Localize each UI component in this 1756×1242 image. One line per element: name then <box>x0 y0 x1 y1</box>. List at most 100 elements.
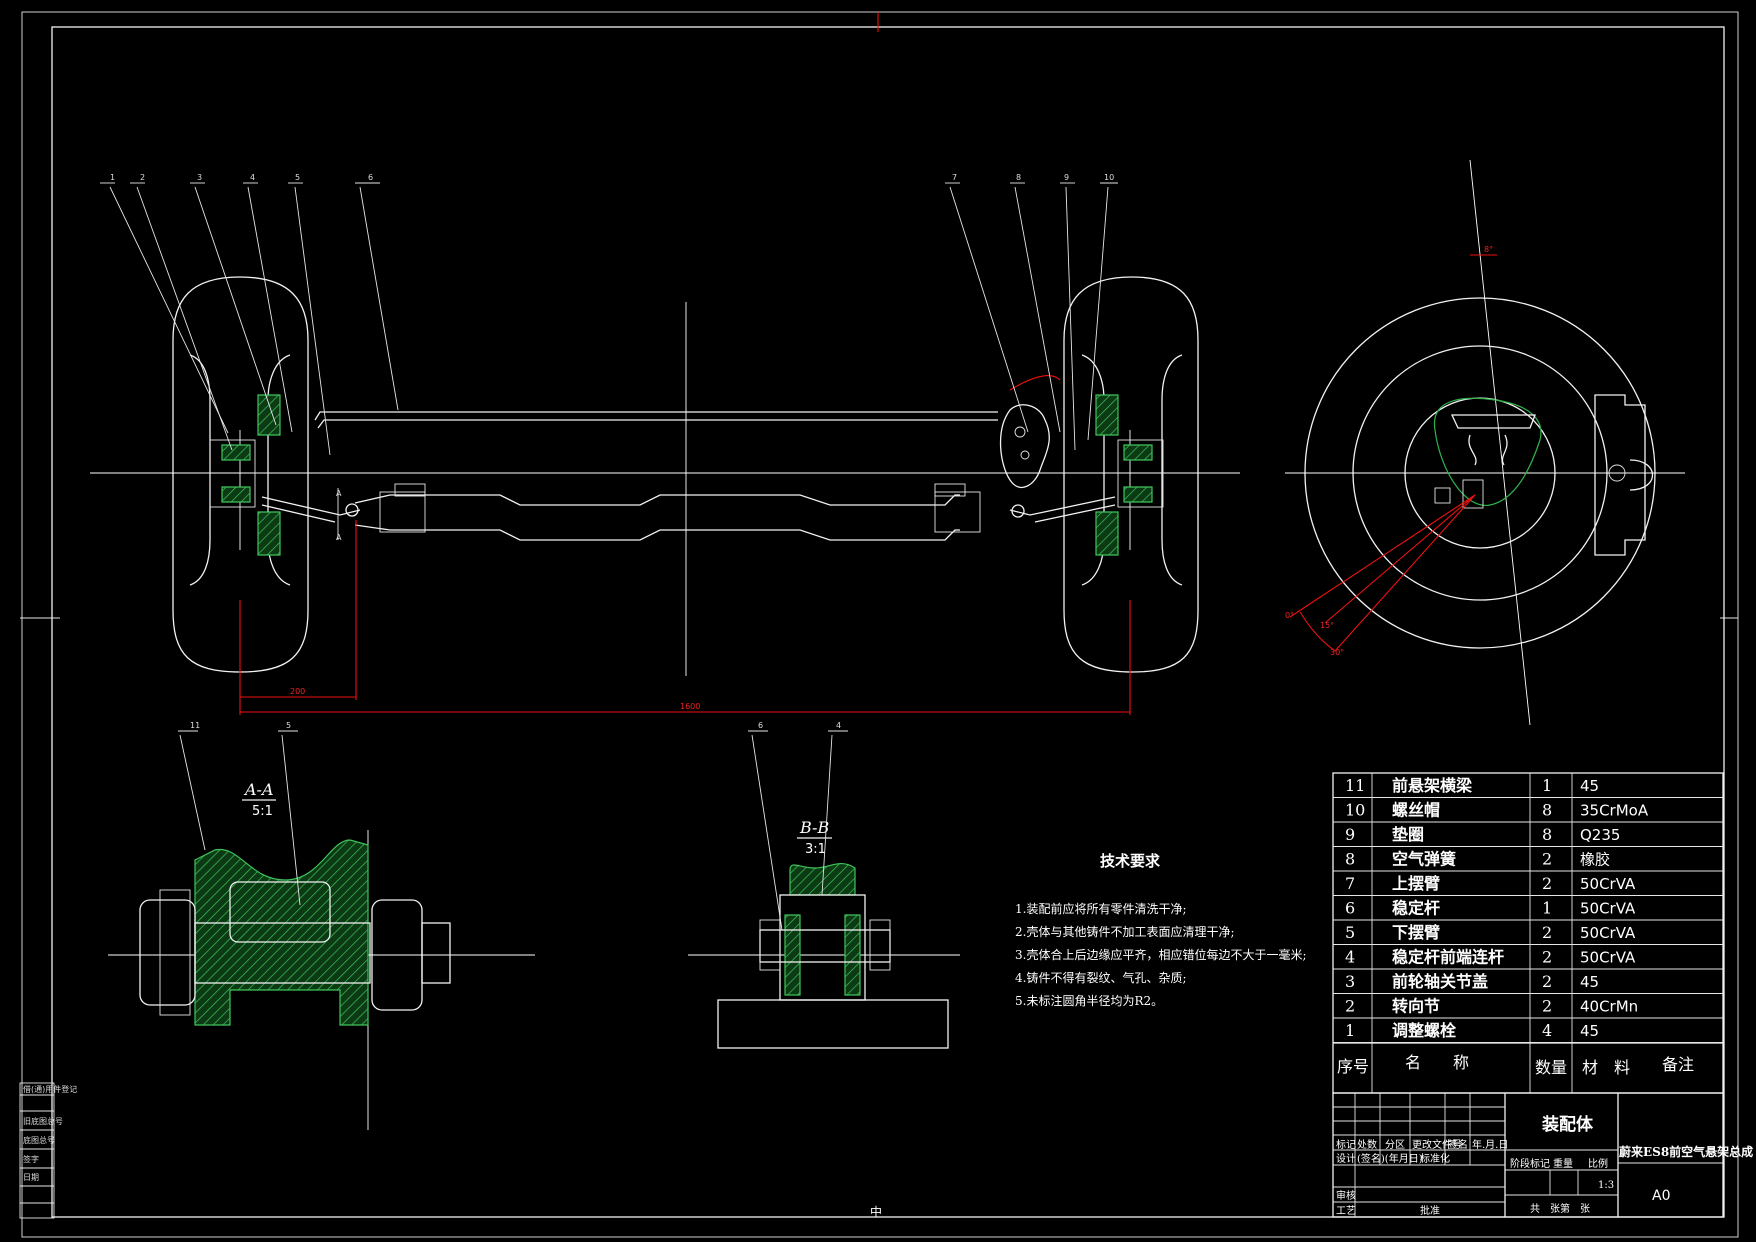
balloon-aa-5: 5 <box>286 721 291 730</box>
parts-row-material: 45 <box>1580 777 1599 795</box>
dim-left-offset: 200 <box>290 687 305 696</box>
balloon-right-8: 8 <box>1016 173 1021 182</box>
parts-row-material: 45 <box>1580 1022 1599 1040</box>
sheet-center-mark: 中 <box>870 1204 882 1219</box>
section-view-bb: B-B 3:1 6 4 <box>688 721 960 1049</box>
assembly-label: 装配体 <box>1541 1114 1594 1135</box>
parts-row-material: Q235 <box>1580 826 1620 844</box>
parts-row-material: 50CrVA <box>1580 949 1636 967</box>
header-material: 材 料 <box>1582 1058 1630 1077</box>
side-registration-table: 借(通)用件登记 旧底图总号 底图总号 签字 日期 <box>19 1082 77 1219</box>
balloon-right-10: 10 <box>1104 173 1114 182</box>
tb-sig-date: (签名)(年月日) <box>1357 1152 1423 1165</box>
parts-row-no: 11 <box>1345 776 1365 795</box>
tech-item-2: 2.壳体与其他铸件不加工表面应清理干净; <box>1015 924 1235 939</box>
section-view-aa: A-A 5:1 11 5 <box>108 721 535 1130</box>
parts-row-qty: 2 <box>1542 948 1552 967</box>
balloon-left-3: 3 <box>197 173 202 182</box>
front-view-assembly: 1 2 3 4 5 6 7 8 9 10 A A <box>90 173 1240 715</box>
tb-process: 工艺 <box>1336 1205 1356 1217</box>
dim-track-width: 1600 <box>680 702 700 711</box>
parts-row-qty: 2 <box>1542 874 1552 893</box>
leader-lines-left: 1 2 3 4 5 6 <box>100 173 399 456</box>
tb-design: 设计 <box>1336 1152 1356 1165</box>
parts-row-qty: 2 <box>1542 923 1552 942</box>
section-bb-title: B-B <box>799 818 829 837</box>
leader-lines-right: 7 8 9 10 <box>945 173 1118 451</box>
balloon-right-7: 7 <box>952 173 957 182</box>
side-label-1: 旧底图总号 <box>23 1116 63 1126</box>
parts-row-qty: 8 <box>1542 825 1552 844</box>
parts-row-name: 前悬架横梁 <box>1392 776 1473 795</box>
parts-row-no: 7 <box>1345 874 1355 893</box>
tb-sign: 签名 <box>1448 1138 1468 1151</box>
angle-mark-8: 8° <box>1484 245 1493 254</box>
parts-row-name: 转向节 <box>1392 997 1440 1016</box>
tb-count: 处数 <box>1357 1138 1377 1151</box>
balloon-left-4: 4 <box>250 173 255 182</box>
parts-row-no: 1 <box>1345 1021 1355 1040</box>
red-label-30: 30° <box>1330 648 1344 657</box>
parts-row-material: 45 <box>1580 973 1599 991</box>
parts-row-name: 螺丝帽 <box>1392 801 1440 820</box>
section-mark-a-bottom: A <box>336 533 342 542</box>
tb-review: 审核 <box>1336 1189 1356 1202</box>
parts-row-material: 40CrMn <box>1580 998 1638 1016</box>
balloon-left-1: 1 <box>110 173 115 182</box>
technical-requirements: 技术要求 1.装配前应将所有零件清洗干净; 2.壳体与其他铸件不加工表面应清理干… <box>1015 852 1307 1008</box>
header-name: 名 称 <box>1405 1053 1469 1072</box>
parts-row-no: 2 <box>1345 997 1355 1016</box>
balloon-left-6: 6 <box>368 173 373 182</box>
parts-row-no: 10 <box>1345 801 1365 820</box>
section-aa-scale: 5:1 <box>252 804 273 819</box>
parts-row-material: 橡胶 <box>1580 851 1610 869</box>
tb-weight: 重量 <box>1553 1157 1573 1170</box>
tb-mark: 标记 <box>1336 1139 1356 1151</box>
wheel-side-view: 8° 0° 15° 30° <box>1285 159 1685 726</box>
scale-value: 1:3 <box>1598 1180 1614 1191</box>
left-tire <box>172 276 309 673</box>
parts-row-qty: 1 <box>1542 776 1552 795</box>
parts-row-qty: 2 <box>1542 850 1552 869</box>
parts-row-qty: 8 <box>1542 801 1552 820</box>
parts-row-material: 50CrVA <box>1580 924 1636 942</box>
balloon-bb-4: 4 <box>836 721 841 730</box>
tb-sheets: 共 张第 张 <box>1530 1202 1590 1215</box>
side-label-4: 日期 <box>23 1173 39 1182</box>
header-no: 序号 <box>1337 1057 1369 1076</box>
sheet-size: A0 <box>1652 1188 1670 1204</box>
parts-row-qty: 4 <box>1542 1021 1552 1040</box>
parts-row-no: 6 <box>1345 899 1355 918</box>
parts-row-material: 35CrMoA <box>1580 802 1649 820</box>
tech-item-5: 5.未标注圆角半径均为R2。 <box>1015 993 1163 1008</box>
red-label-0: 0° <box>1285 611 1294 620</box>
dimension-lines: 200 1600 <box>239 520 1131 715</box>
tb-stage: 阶段标记 <box>1510 1157 1550 1170</box>
parts-row-name: 空气弹簧 <box>1392 850 1456 869</box>
red-label-15: 15° <box>1320 621 1334 630</box>
parts-row-name: 前轮轴关节盖 <box>1392 972 1488 991</box>
tb-standard: 标准化 <box>1420 1152 1450 1165</box>
header-qty: 数量 <box>1535 1058 1567 1077</box>
parts-row-qty: 2 <box>1542 972 1552 991</box>
side-label-0: 借(通)用件登记 <box>23 1084 77 1094</box>
parts-row-no: 9 <box>1345 825 1355 844</box>
balloon-bb-6: 6 <box>758 721 763 730</box>
tb-doc-no: 更改文件号 <box>1412 1138 1462 1151</box>
parts-row-no: 4 <box>1345 948 1355 967</box>
parts-row-material: 50CrVA <box>1580 900 1636 918</box>
section-mark-a-top: A <box>336 489 342 498</box>
tb-zone: 分区 <box>1385 1139 1405 1151</box>
parts-row-no: 3 <box>1345 972 1355 991</box>
parts-row-name: 稳定杆 <box>1392 899 1440 918</box>
parts-row-no: 5 <box>1345 923 1355 942</box>
parts-row-material: 50CrVA <box>1580 875 1636 893</box>
section-bb-scale: 3:1 <box>805 842 826 857</box>
tech-item-4: 4.铸件不得有裂纹、气孔、杂质; <box>1015 970 1187 985</box>
title-block: 装配体 蔚来ES8前空气悬架总成 A0 1:3 标记 处数 分区 更改文件号 签… <box>1332 1092 1753 1218</box>
parts-row-qty: 2 <box>1542 997 1552 1016</box>
tech-item-1: 1.装配前应将所有零件清洗干净; <box>1015 901 1187 916</box>
header-remark: 备注 <box>1662 1055 1694 1074</box>
